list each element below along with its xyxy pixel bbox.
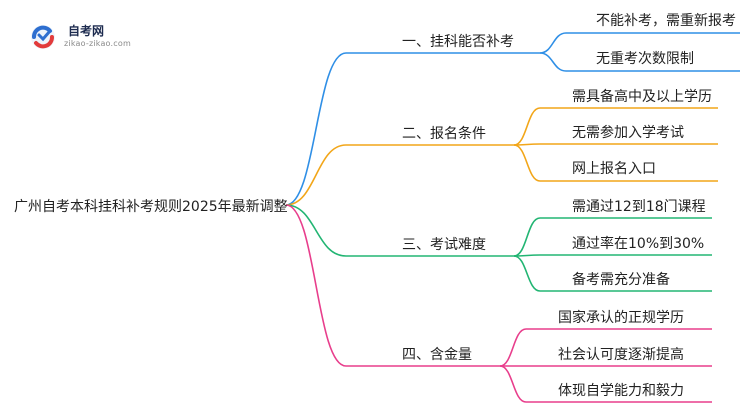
branch-2-leaf-2: 无需参加入学考试 xyxy=(572,125,684,141)
branch-4-link xyxy=(285,204,347,367)
branch-2-leaf-1-link xyxy=(513,107,541,146)
branch-3-leaf-3: 备考需充分准备 xyxy=(572,272,670,288)
logo-mark-icon xyxy=(31,25,55,49)
branch-4-label: 四、含金量 xyxy=(402,347,472,363)
logo-url: zikao-zikao.com xyxy=(64,39,131,48)
branch-4-leaf-1-link xyxy=(499,328,527,367)
branch-2-link xyxy=(285,144,347,206)
logo-name: 自考网 xyxy=(68,24,105,38)
branch-1-link xyxy=(285,52,347,206)
branch-3-leaf-3-link xyxy=(513,255,541,292)
branch-3-leaf-1-link xyxy=(513,217,541,257)
branch-3-leaf-1: 需通过12到18门课程 xyxy=(572,199,706,215)
branch-1-leaf-2: 无重考次数限制 xyxy=(596,51,694,67)
branch-2-leaf-3: 网上报名入口 xyxy=(572,161,656,177)
branch-4-leaf-3-link xyxy=(499,365,527,403)
branch-3-label: 三、考试难度 xyxy=(402,237,486,253)
branch-2-leaf-3-link xyxy=(513,144,541,182)
root-topic: 广州自考本科挂科补考规则2025年最新调整 xyxy=(14,199,288,215)
branch-1-leaf-1-link xyxy=(539,32,567,54)
branch-1-label: 一、挂科能否补考 xyxy=(402,34,514,50)
branch-2-leaf-1: 需具备高中及以上学历 xyxy=(572,89,712,105)
branch-4-leaf-1: 国家承认的正规学历 xyxy=(558,310,684,326)
branch-1-leaf-2-link xyxy=(539,52,567,72)
branch-4-leaf-2: 社会认可度逐渐提高 xyxy=(558,347,684,363)
branch-4-leaf-3: 体现自学能力和毅力 xyxy=(558,383,684,399)
site-logo[interactable]: 自考网 zikao-zikao.com xyxy=(28,18,138,54)
branch-3-link xyxy=(285,204,347,257)
branch-3-leaf-2: 通过率在10%到30% xyxy=(572,236,705,252)
branch-1-leaf-1: 不能补考，需重新报考 xyxy=(596,13,736,29)
branch-2-label: 二、报名条件 xyxy=(402,126,486,142)
